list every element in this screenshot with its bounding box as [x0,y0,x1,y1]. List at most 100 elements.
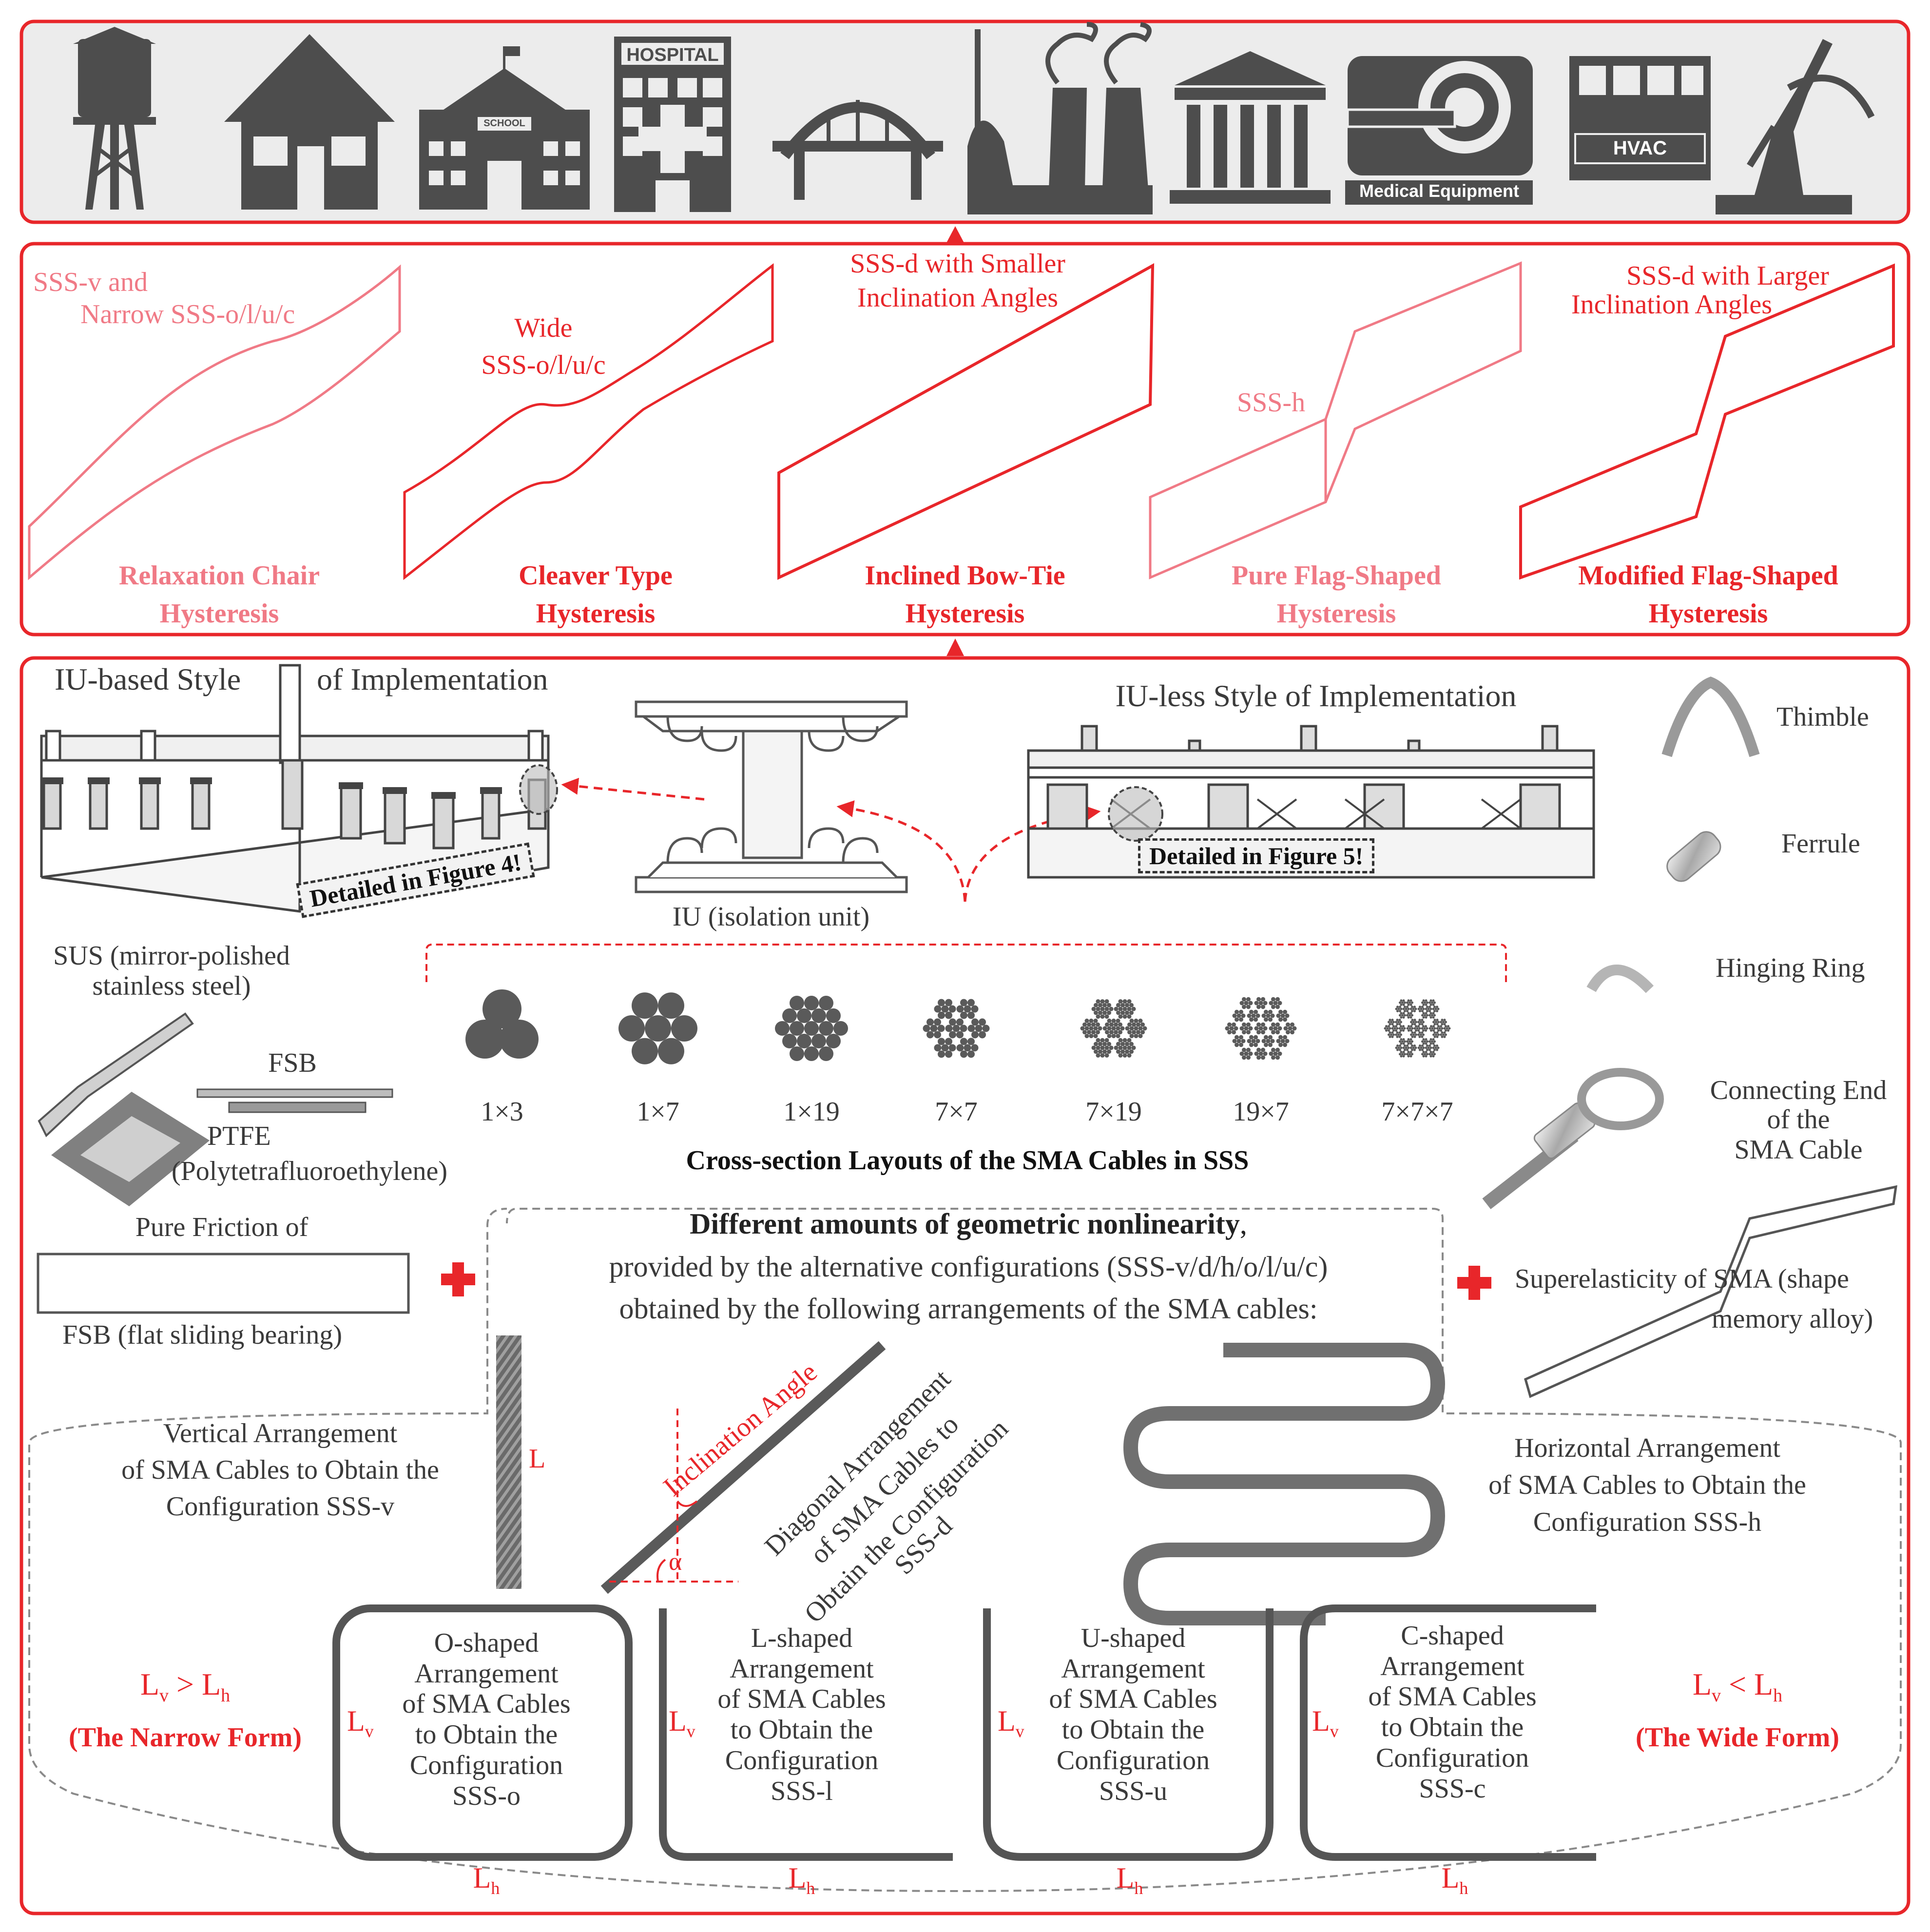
wire [1395,1007,1398,1010]
wire [1398,1035,1401,1038]
wire [934,1018,941,1026]
wire [1422,1012,1425,1015]
inclined-bow-tie-loop [777,263,1155,580]
lv-l-v: v [686,1721,695,1741]
wire [1263,1026,1268,1031]
wire [1407,999,1410,1002]
wire [1122,1006,1127,1011]
wire [1414,1007,1417,1010]
wire [1263,1001,1268,1005]
c-line-4: Configuration [1375,1742,1529,1773]
wire [1411,1044,1413,1047]
wire [1096,999,1100,1004]
wire [964,1005,971,1013]
wire [1098,1049,1102,1054]
nonlinearity-bold: Different amounts of geometric nonlinear… [690,1208,1240,1240]
wire [1118,1006,1123,1011]
wire [1411,1035,1414,1038]
wire [967,1024,975,1032]
curve1-top-label-2: Narrow SSS-o/l/u/c [80,299,295,329]
wire [1089,1018,1094,1023]
wire [1246,997,1251,1002]
wire [1413,1005,1416,1008]
wire [1405,1046,1408,1049]
wire [1093,1018,1098,1023]
wire [1102,1042,1107,1046]
wire [1084,1026,1089,1031]
wire [1425,999,1428,1002]
wire [1122,1045,1127,1050]
wire [1271,1047,1275,1052]
wire [1100,1053,1105,1058]
wire [1271,1005,1275,1009]
wire [1396,1027,1399,1030]
wire [1436,1035,1439,1038]
wire [1407,1042,1410,1045]
wire [1433,1005,1436,1008]
ferrule-icon [1666,831,1721,882]
panel-hysteresis-frame [19,242,1911,637]
wire [1411,1027,1414,1030]
wire [1122,1014,1127,1019]
wire [1410,1021,1412,1024]
inclination-arc [676,1500,698,1507]
wire [1422,1050,1425,1053]
curve5-name: Modified Flag-Shaped [1578,560,1838,591]
wire [1417,1007,1420,1010]
wire [1109,1030,1114,1035]
wire [1391,1035,1394,1038]
wire [1111,1026,1116,1031]
wire [1409,1014,1411,1017]
wire [1443,1027,1446,1030]
alpha-label: α [669,1548,682,1576]
wire [1435,1021,1437,1024]
wire [1433,1009,1436,1012]
wire [1422,1033,1425,1036]
wire [1404,1001,1406,1004]
wire [1239,1043,1243,1047]
wire [1411,1031,1414,1034]
wire [1431,1014,1433,1017]
wire [1402,1004,1405,1006]
wire [1261,1039,1266,1043]
wire [1407,1046,1410,1049]
wire [1118,1030,1122,1035]
arrow-up-1 [946,226,964,243]
wire [1404,1048,1406,1051]
wire [1288,1026,1293,1031]
wire [934,1044,942,1052]
wire [1105,1030,1109,1035]
strand [797,1008,811,1024]
strand [482,989,521,1028]
wire [1404,1005,1406,1008]
wire [1400,1012,1403,1015]
wire [1275,1047,1280,1052]
wire [1425,1055,1428,1058]
wire [1104,1053,1109,1058]
wire [1396,1023,1399,1025]
wire [941,1005,949,1013]
wire [1432,1033,1435,1036]
cs-label-2: 1×19 [783,1097,840,1127]
wire [1239,1051,1244,1056]
wire [1275,1055,1280,1060]
wire [1107,1042,1111,1046]
wire [1400,1029,1402,1032]
lh-o-L: L [473,1862,491,1894]
wire [1098,1042,1102,1046]
lv-l-L: L [669,1705,687,1737]
wire [1433,1040,1436,1043]
wire [1268,1035,1273,1040]
wire [1421,1048,1424,1051]
wire [1440,1025,1442,1028]
vertical-label-3: Configuration SSS-v [166,1491,395,1522]
curve2-top-label: Wide [514,313,573,343]
wire [1421,1053,1424,1056]
strand [645,1015,671,1042]
o-line-3: to Obtain the [415,1719,558,1750]
wire [1398,1023,1401,1025]
wire [1120,1026,1125,1031]
u-line-5: SSS-u [1099,1776,1168,1806]
strand [797,1033,811,1048]
wire [1134,1018,1139,1023]
